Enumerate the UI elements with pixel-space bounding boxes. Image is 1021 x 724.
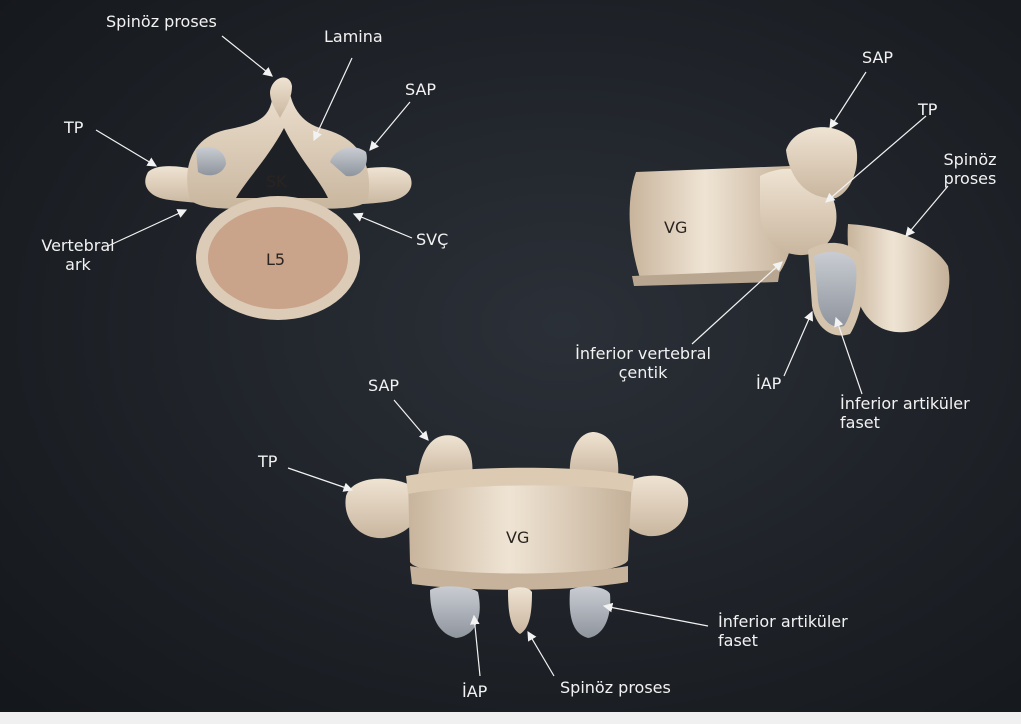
label-iap-3: İAP <box>462 682 487 701</box>
label-inferior-articular-facet-3-line1: İnferior artiküler <box>718 612 848 631</box>
label-vg-2: VG <box>664 218 687 237</box>
label-tp-1: TP <box>64 118 83 137</box>
label-tp-3: TP <box>258 452 277 471</box>
label-inferior-articular-facet-3-line2: faset <box>718 631 848 650</box>
label-inferior-articular-facet-3: İnferior artiküler faset <box>718 612 848 650</box>
label-sap-3: SAP <box>368 376 399 395</box>
label-spinous-process-2: Spinöz proses <box>930 150 1010 188</box>
label-spinous-process-3: Spinöz proses <box>560 678 671 697</box>
label-inferior-vertebral-notch-line2: çentik <box>558 363 728 382</box>
label-inferior-articular-facet-2-line2: faset <box>840 413 970 432</box>
label-vertebral-arch: Vertebral ark <box>28 236 128 274</box>
label-sap-1: SAP <box>405 80 436 99</box>
label-vertebral-arch-line2: ark <box>28 255 128 274</box>
page-edge <box>0 712 1021 724</box>
label-lamina: Lamina <box>324 27 383 46</box>
label-spinous-process-1: Spinöz proses <box>106 12 217 31</box>
label-inferior-vertebral-notch-line1: İnferior vertebral <box>558 344 728 363</box>
label-inferior-articular-facet-2-line1: İnferior artiküler <box>840 394 970 413</box>
label-spinous-process-2-line2: proses <box>930 169 1010 188</box>
label-iap-2: İAP <box>756 374 781 393</box>
label-svc: SVÇ <box>416 230 448 249</box>
label-l5: L5 <box>266 250 285 269</box>
label-vg-3: VG <box>506 528 529 547</box>
label-vertebral-arch-line1: Vertebral <box>28 236 128 255</box>
label-tp-2: TP <box>918 100 937 119</box>
label-inferior-articular-facet-2: İnferior artiküler faset <box>840 394 970 432</box>
label-spinous-process-2-line1: Spinöz <box>930 150 1010 169</box>
label-sap-2: SAP <box>862 48 893 67</box>
label-sk: SK <box>266 172 287 191</box>
label-inferior-vertebral-notch: İnferior vertebral çentik <box>558 344 728 382</box>
